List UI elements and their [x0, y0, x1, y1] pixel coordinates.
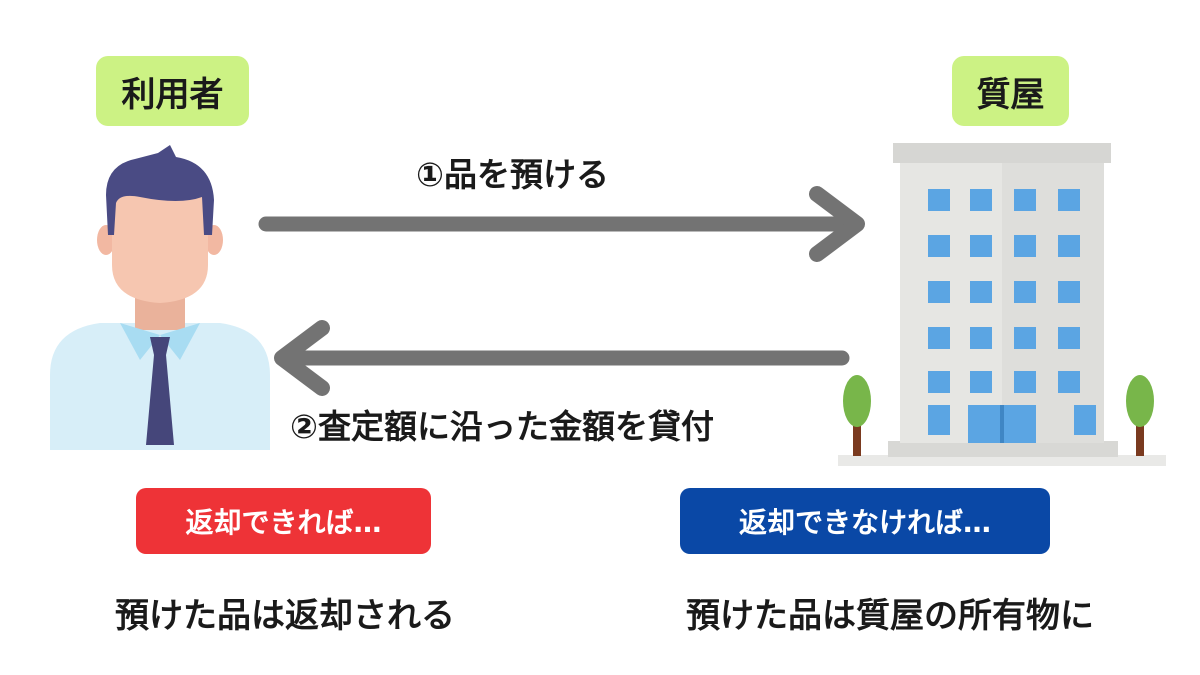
loan-arrow-label: ②査定額に沿った金額を貸付: [290, 407, 714, 446]
building-window: [928, 281, 950, 303]
building-window: [970, 371, 992, 393]
default-condition-badge: 返却できなければ…: [680, 488, 1050, 554]
building-window: [928, 405, 950, 435]
deposit-arrow-label: ①品を預ける: [416, 155, 609, 194]
building-window: [1014, 281, 1036, 303]
pawnshop-building-icon: [838, 143, 1166, 466]
building-window: [1058, 189, 1080, 211]
building-window: [1058, 281, 1080, 303]
pawnshop-label: 質屋: [976, 74, 1045, 115]
building-window: [970, 327, 992, 349]
building-window: [1058, 327, 1080, 349]
building-window: [928, 327, 950, 349]
repay-result-text: 預けた品は返却される: [115, 596, 455, 636]
building-window: [970, 281, 992, 303]
default-condition-text: 返却できなければ…: [738, 506, 991, 539]
user-person-icon: [50, 145, 270, 450]
building-window: [1014, 235, 1036, 257]
user-label-badge: 利用者: [96, 56, 249, 126]
building-window: [1074, 405, 1096, 435]
deposit-arrow: [258, 186, 865, 262]
pawnshop-label-badge: 質屋: [952, 56, 1069, 126]
building-window: [1014, 327, 1036, 349]
repay-condition-text: 返却できれば…: [185, 506, 382, 539]
building-window: [970, 189, 992, 211]
building-window: [1058, 371, 1080, 393]
building-window: [928, 235, 950, 257]
user-label: 利用者: [121, 74, 224, 115]
building-window: [970, 235, 992, 257]
building-window: [1014, 371, 1036, 393]
default-result-text: 預けた品は質屋の所有物に: [686, 596, 1094, 636]
repay-condition-badge: 返却できれば…: [136, 488, 431, 554]
building-window: [1014, 189, 1036, 211]
building-window: [928, 371, 950, 393]
building-window: [928, 189, 950, 211]
building-window: [1058, 235, 1080, 257]
loan-arrow: [274, 320, 850, 396]
